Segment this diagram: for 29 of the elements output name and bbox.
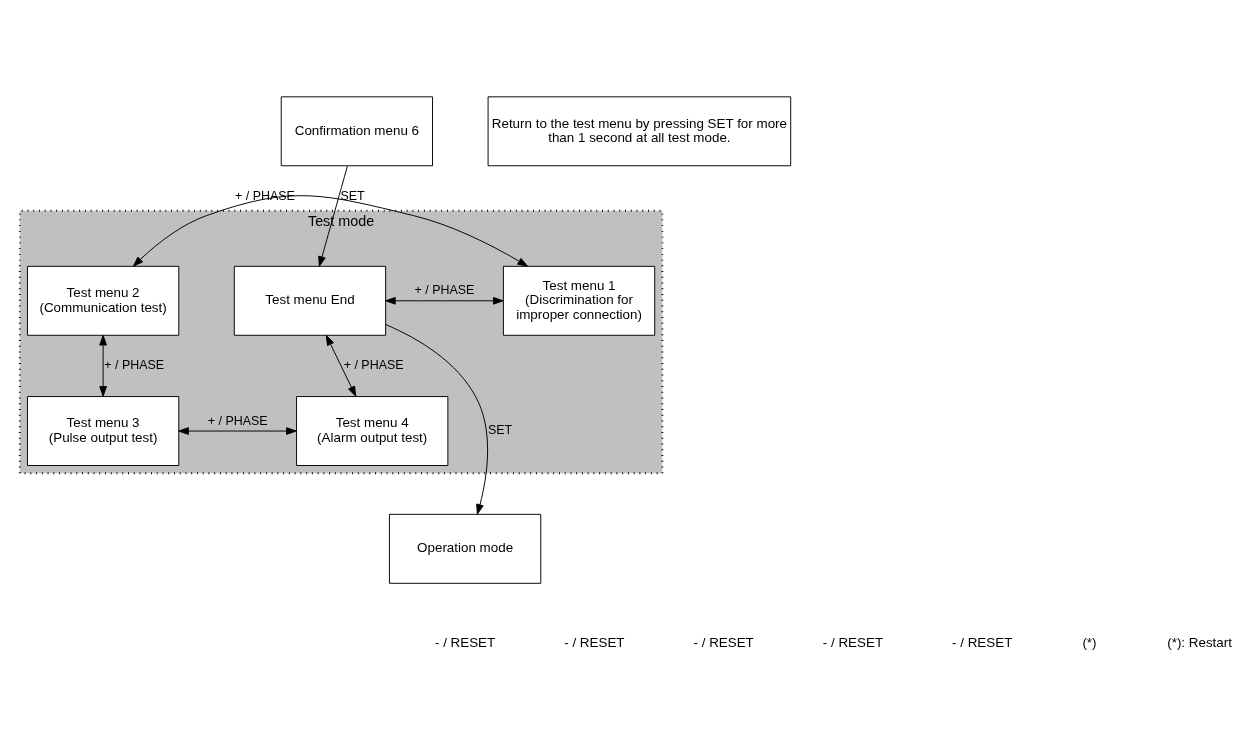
node-box: Confirmation menu 6 xyxy=(280,96,434,167)
edge-label: + / PHASE xyxy=(207,413,268,428)
label: - / RESET xyxy=(564,634,625,650)
node-box: Test menu 4 (Alarm output test) xyxy=(296,396,449,466)
arrow xyxy=(318,165,348,267)
node-box: Test menu End xyxy=(233,265,387,336)
node-box: Test menu 3 (Pulse output test) xyxy=(27,396,180,466)
arrow xyxy=(325,335,357,397)
node-box: Test menu 2 (Communication test) xyxy=(27,265,180,336)
arrow xyxy=(385,324,489,515)
edge-label: + / PHASE xyxy=(414,283,475,298)
label: - / RESET xyxy=(822,634,884,650)
arrow xyxy=(132,195,528,267)
arrow xyxy=(385,296,504,305)
arrow xyxy=(99,335,107,397)
node-box: Operation mode xyxy=(388,513,542,584)
edge-label: SET xyxy=(487,423,513,438)
node-box: Test menu 1 (Discrimination for improper connection) xyxy=(502,265,656,336)
label: - / RESET xyxy=(952,634,1013,650)
arrow xyxy=(178,427,297,435)
label: - / RESET xyxy=(434,634,496,650)
node-box: Return to the test menu by pressing SET for more than 1 second at all test mode. xyxy=(487,96,792,167)
edge-label: SET xyxy=(340,188,365,203)
label: (*) xyxy=(1082,634,1097,650)
label: (*): Restart xyxy=(1167,634,1232,650)
edge-label: + / PHASE xyxy=(235,188,295,203)
edge-label: + / PHASE xyxy=(104,358,165,373)
edge-label: + / PHASE xyxy=(343,358,404,373)
label: - / RESET xyxy=(693,634,754,650)
